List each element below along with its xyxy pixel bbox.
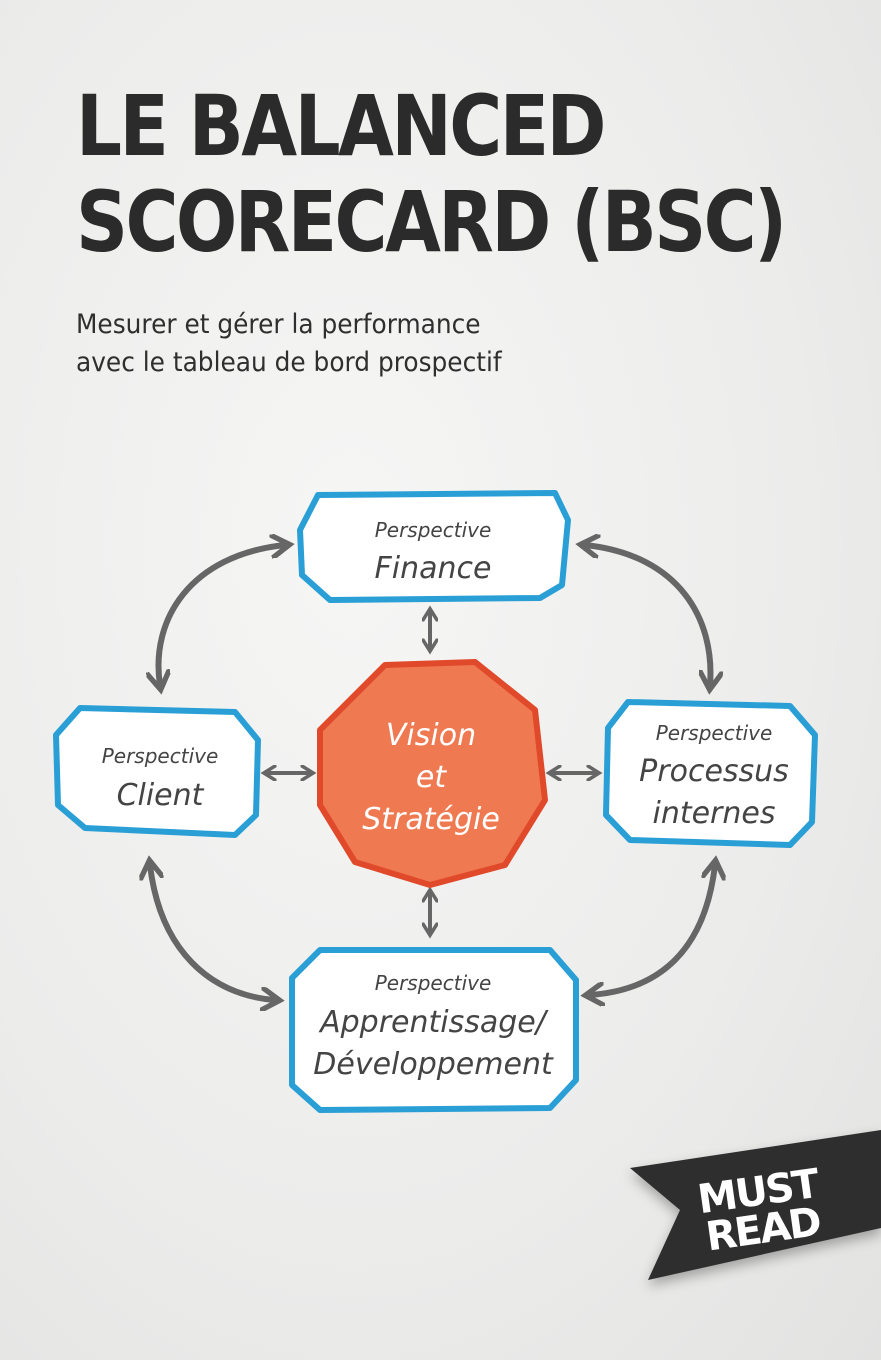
center-line-3: Stratégie	[362, 802, 500, 837]
subtitle-line-2: avec le tableau de bord prospectif	[76, 347, 502, 378]
apprentissage-box	[289, 947, 579, 1113]
vision-strategie-circle	[317, 659, 548, 888]
arrow-finance-processus	[585, 545, 710, 685]
center-line-1: Vision	[386, 718, 476, 753]
processus-box	[603, 699, 818, 848]
client-label: Perspective	[102, 744, 219, 768]
subtitle-line-1: Mesurer et gérer la performance	[76, 309, 481, 340]
must-read-badge: MUST READ	[630, 1130, 881, 1280]
apprentissage-name-1: Apprentissage/	[318, 1005, 549, 1040]
book-subtitle: Mesurer et gérer la performance avec le …	[76, 306, 502, 382]
processus-label: Perspective	[656, 721, 773, 745]
apprentissage-label: Perspective	[375, 971, 492, 995]
book-title: LE BALANCED SCORECARD (BSC)	[76, 77, 787, 271]
finance-name: Finance	[375, 551, 492, 586]
apprentissage-name-2: Développement	[313, 1047, 554, 1082]
processus-name-2: internes	[652, 796, 775, 831]
client-name: Client	[117, 778, 205, 813]
finance-label: Perspective	[375, 518, 492, 542]
title-line-2: SCORECARD (BSC)	[76, 173, 787, 271]
arrow-processus-apprentissage	[590, 865, 715, 995]
processus-name-1: Processus	[639, 754, 789, 789]
arrow-client-apprentissage	[150, 865, 275, 1000]
client-box	[53, 705, 261, 838]
finance-box	[297, 490, 571, 603]
center-line-2: et	[416, 760, 447, 795]
arrow-finance-client	[159, 545, 285, 685]
title-line-1: LE BALANCED	[76, 77, 606, 175]
